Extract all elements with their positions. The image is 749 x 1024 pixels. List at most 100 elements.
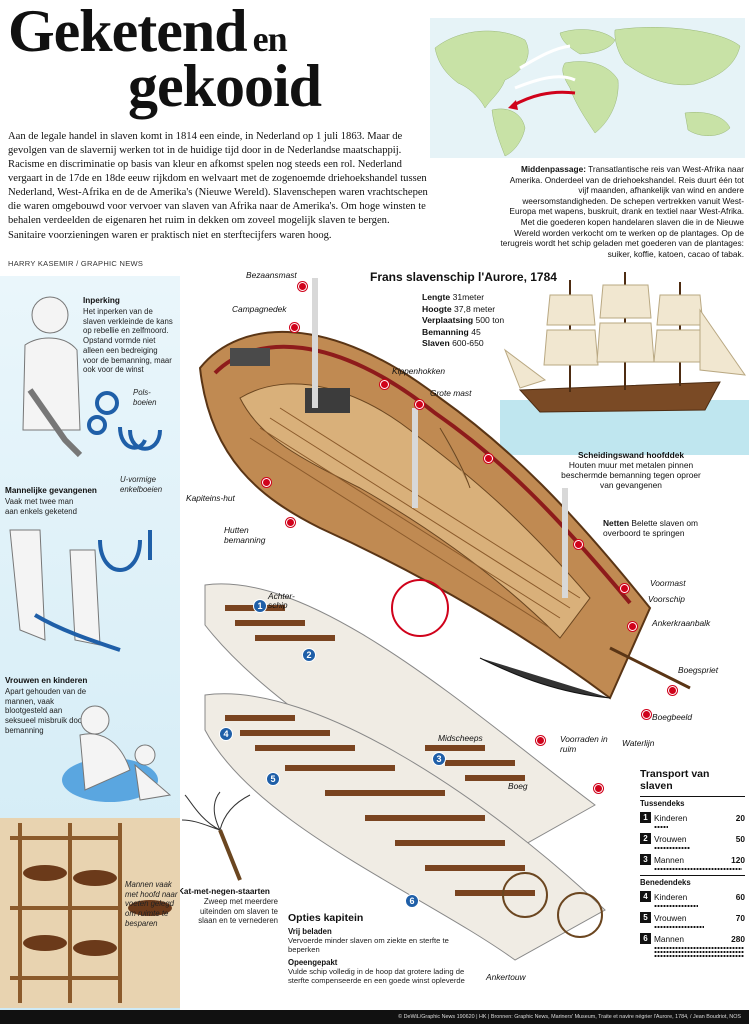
callout-ankerkraanbalk: Ankerkraanbalk — [652, 618, 711, 628]
deck-number-badge: 6 — [405, 894, 419, 908]
callout-kapiteinshut: Kapiteins-hut — [186, 493, 235, 503]
deck-number-badge: 2 — [302, 648, 316, 662]
callout-voorschip: Voorschip — [648, 594, 685, 604]
callout-boegbeeld: Boegbeeld — [652, 712, 693, 722]
callout-boegspriet: Boegspriet — [678, 665, 719, 675]
option-text: Vulde schip volledig in de hoop dat grot… — [288, 966, 465, 986]
credit-line: HARRY KASEMIR / GRAPHIC NEWS — [8, 259, 144, 268]
middle-passage-note: Middenpassage: Transatlantische reis van… — [500, 164, 744, 259]
middle-passage-label: Middenpassage: — [520, 164, 586, 174]
callout-midscheeps: Midscheeps — [438, 733, 483, 743]
callout-bezaansmast: Bezaansmast — [246, 270, 297, 280]
ship-specs: Lengte 31meter Hoogte 37,8 meter Verplaa… — [422, 292, 504, 350]
u-boeien-label: U-vormige enkelboeien — [120, 475, 163, 494]
option-title: Vrij beladen — [288, 927, 332, 936]
ship-title: Frans slavenschip l'Aurore, 1784 — [370, 270, 557, 284]
footer-sources: © DeWiL/Graphic News 190620 | HK | Bronn… — [0, 1010, 749, 1024]
spec-row: Hoogte 37,8 meter — [422, 303, 496, 314]
callout-kippenhokken: Kippenhokken — [392, 366, 446, 376]
spec-row: Lengte 31meter — [422, 292, 485, 302]
options-panel: Opties kapitein Vrij beladen Vervoerde m… — [288, 912, 478, 986]
callout-voormast: Voormast — [650, 578, 686, 588]
options-title: Opties kapitein — [288, 912, 364, 924]
vrouwen-title: Vrouwen en kinderen — [5, 676, 88, 685]
deck-number-badge: 4 — [219, 727, 233, 741]
kat-title: Kat-met-negen-staarten — [178, 887, 270, 896]
title-line1: Geketend — [8, 0, 248, 64]
callout-waterlijn: Waterlijn — [622, 738, 655, 748]
mannen-note: Mannen vaak met hoofd naar voeten gelegd… — [125, 880, 178, 928]
world-map — [430, 18, 745, 158]
shackles-icon — [87, 391, 162, 451]
count-dots — [654, 946, 744, 958]
mannelijke-title: Mannelijke gevangenen — [5, 486, 97, 495]
callout-scheidingswand-title: Scheidingswand hoofddek — [577, 450, 685, 460]
inperking-text: Het inperken van de slaven verkleinde de… — [83, 307, 173, 375]
whip-icon — [181, 791, 251, 881]
callout-marker — [380, 380, 389, 389]
transport-title: Transport van slaven — [640, 768, 710, 792]
deck-number-badge: 3 — [432, 752, 446, 766]
woman-child-figure — [62, 705, 172, 802]
callout-marker — [290, 323, 299, 332]
count-dots — [654, 846, 690, 850]
callout-marker — [286, 518, 295, 527]
deck-number-badge: 5 — [266, 772, 280, 786]
title-line1b: en — [252, 19, 288, 59]
intro-text: Aan de legale handel in slaven komt in 1… — [8, 131, 428, 241]
callout-campagnedek: Campagnedek — [232, 304, 287, 314]
callout-boeg: Boeg — [508, 781, 528, 791]
callout-marker — [574, 540, 583, 549]
option-text: Vervoerde minder slaven om ziekte en ste… — [288, 936, 449, 955]
benedendeks-label: Benedendeks — [640, 875, 745, 887]
spec-row: Bemanning 45 — [422, 326, 481, 337]
callout-netten-title: Netten — [603, 518, 630, 528]
world-map-graphic — [430, 18, 745, 158]
chained-man-figure — [22, 296, 83, 458]
callout-marker — [484, 454, 493, 463]
polsboeien-label: Pols-boeien — [133, 388, 157, 407]
kat-text: Zweep met meerdere uiteinden om slaven t… — [198, 897, 278, 926]
callout-marker — [298, 282, 307, 291]
callout-marker — [642, 710, 651, 719]
callout-marker — [415, 400, 424, 409]
callout-ankertouw: Ankertouw — [486, 972, 526, 982]
chained-legs-figure — [9, 529, 152, 652]
callout-marker — [262, 478, 271, 487]
spec-row: Verplaatsing 500 ton — [422, 315, 505, 326]
count-dots — [654, 925, 704, 929]
callout-marker — [668, 686, 677, 695]
callout-achterschip: Achter-schip — [268, 591, 295, 611]
callout-marker — [628, 622, 637, 631]
title-line2: gekooid — [128, 53, 322, 120]
callout-grote-mast: Grote mast — [430, 388, 472, 398]
count-dots — [654, 904, 698, 908]
middle-passage-text: Transatlantische reis van West-Afrika na… — [500, 164, 744, 259]
cutaway-ship-illustration — [198, 278, 691, 700]
callout-hutten: Hutten bemanning — [224, 525, 266, 545]
deck-number-badge: 1 — [253, 599, 267, 613]
callout-marker — [536, 736, 545, 745]
callout-scheidingswand-text: Houten muur met metalen pinnen beschermd… — [561, 460, 701, 490]
count-dots — [654, 867, 742, 871]
callout-scheidingswand: Scheidingswand hoofddek Houten muur met … — [556, 450, 706, 490]
vrouwen-text: Apart gehouden van de mannen, vaak bloot… — [5, 687, 87, 735]
mannelijke-text: Vaak met twee man aan enkels geketend — [5, 497, 77, 516]
option-title: Opeengepakt — [288, 957, 338, 967]
callout-netten: Netten Belette slaven om overboord te sp… — [603, 518, 713, 538]
sailing-ship-illustration — [500, 272, 749, 455]
callout-marker — [594, 784, 603, 793]
spec-row: Slaven 600-650 — [422, 338, 484, 349]
callout-marker — [620, 584, 629, 593]
callout-voorraden: Voorraden in ruim — [560, 734, 608, 754]
tussendeks-label: Tussendeks — [640, 796, 745, 808]
count-dots — [654, 825, 668, 829]
